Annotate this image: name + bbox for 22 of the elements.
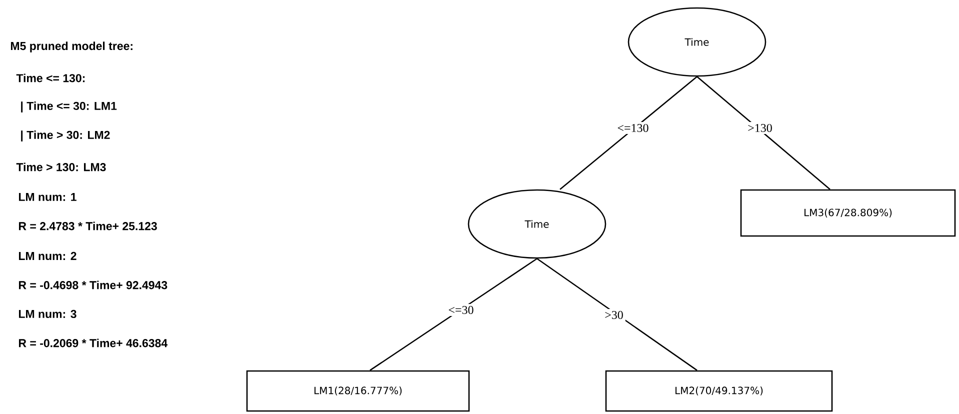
leaf-box: LM3(67/28.809%) — [740, 189, 956, 237]
tree-text-line: R = 2.4783 * Time+ 25.123 — [18, 222, 157, 230]
tree-text-line: | Time > 30: LM2 — [21, 130, 110, 142]
tree-text-line: Time > 130: LM3 — [16, 162, 106, 172]
leaf-box: LM2(70/49.137%) — [605, 370, 833, 412]
edge-label: <=130 — [615, 122, 651, 134]
tree-text-line: Time <= 130: — [16, 74, 85, 82]
tree-text-line: LM num: 2 — [18, 252, 76, 260]
tree-text-line: | Time <= 30: LM1 — [21, 102, 117, 112]
edge-label: <=30 — [446, 304, 476, 316]
tree-text-line: LM num: 3 — [18, 310, 76, 318]
tree-text-line: R = -0.4698 * Time+ 92.4943 — [18, 280, 168, 290]
heading: M5 pruned model tree: — [10, 42, 132, 52]
edge-label: >30 — [602, 308, 626, 322]
tree-text-line: R = -0.2069 * Time+ 46.6384 — [18, 338, 168, 348]
edge-label: >130 — [746, 122, 774, 134]
branch-line — [370, 258, 538, 371]
branch-line — [696, 76, 830, 190]
tree-text-line: LM num: 1 — [18, 192, 76, 201]
leaf-box: LM1(28/16.777%) — [246, 370, 470, 412]
branch-line — [536, 258, 698, 371]
branch-line — [560, 76, 698, 190]
